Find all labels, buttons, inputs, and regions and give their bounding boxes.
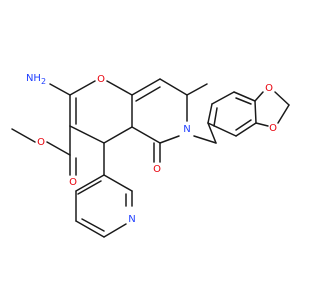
bond-dioxole-o2-aryl [255,122,269,127]
bond-pyr-4 [103,223,127,238]
bond-c7-methyl [186,83,208,96]
bond-aryl-3 [233,91,256,102]
bond-c8a-c8 [131,78,161,96]
bond-dioxole-o1-aryl [254,91,264,102]
bond-pyr-1 [75,174,105,192]
label-ketone-oxygen: O [153,164,161,175]
bond-dioxole-ch2-o2 [277,104,290,124]
molecule-diagram: NH2 O O O O N N O O [11,73,290,238]
label-ring-oxygen: O [97,74,105,85]
bond-aryl-5-double [235,119,252,131]
label-amino: NH2 [26,73,46,86]
bonds [11,78,290,238]
label-dioxole-oxygen-bottom: O [269,123,277,134]
bond-ester-o-ch3 [11,128,36,143]
bond-aryl-2 [211,91,235,105]
structure-svg: NH2 O O O O N N O O [11,73,290,238]
amino-text: NH [26,73,41,84]
label-ester-oxygen-ether: O [37,137,45,148]
bond-aryl-6 [207,122,237,137]
bond-aryl-5 [235,122,257,137]
bond-pyr-3 [75,220,105,238]
bond-o1-c8a [106,80,133,96]
bond-dioxole-o1-ch2 [274,91,290,106]
bond-aryl-1-double [213,107,218,127]
bond-n6-ch2 [193,135,217,144]
bond-ester-c-o-single [46,141,71,156]
bond-c2-o1 [69,80,96,96]
bond-ch2-aryl [207,122,217,144]
label-pyridine-nitrogen: N [128,214,135,225]
bond-c4a-c4 [103,126,133,144]
bond-c8a-c8-double [135,86,161,102]
bond-pyr-1-double [77,180,102,195]
label-dioxole-oxygen-top: O [265,83,273,94]
label-ring-nitrogen: N [183,124,190,135]
bond-c5-c4a [131,126,161,144]
bond-c8-c7 [159,78,188,96]
bond-pyr-3-double [81,218,105,232]
bond-c4-c3 [69,125,105,144]
bond-n6-c5 [159,135,180,144]
label-ester-oxygen-carbonyl: O [69,177,77,188]
atom-labels: NH2 O O O O N N O O [26,73,277,225]
bond-aryl-3-double [235,97,252,105]
bond-pyr-6 [103,174,133,192]
amino-subscript: 2 [41,77,46,86]
bond-c2-nh2 [49,83,71,96]
bond-aryl-1 [207,103,213,124]
bond-aryl-4 [254,100,257,124]
